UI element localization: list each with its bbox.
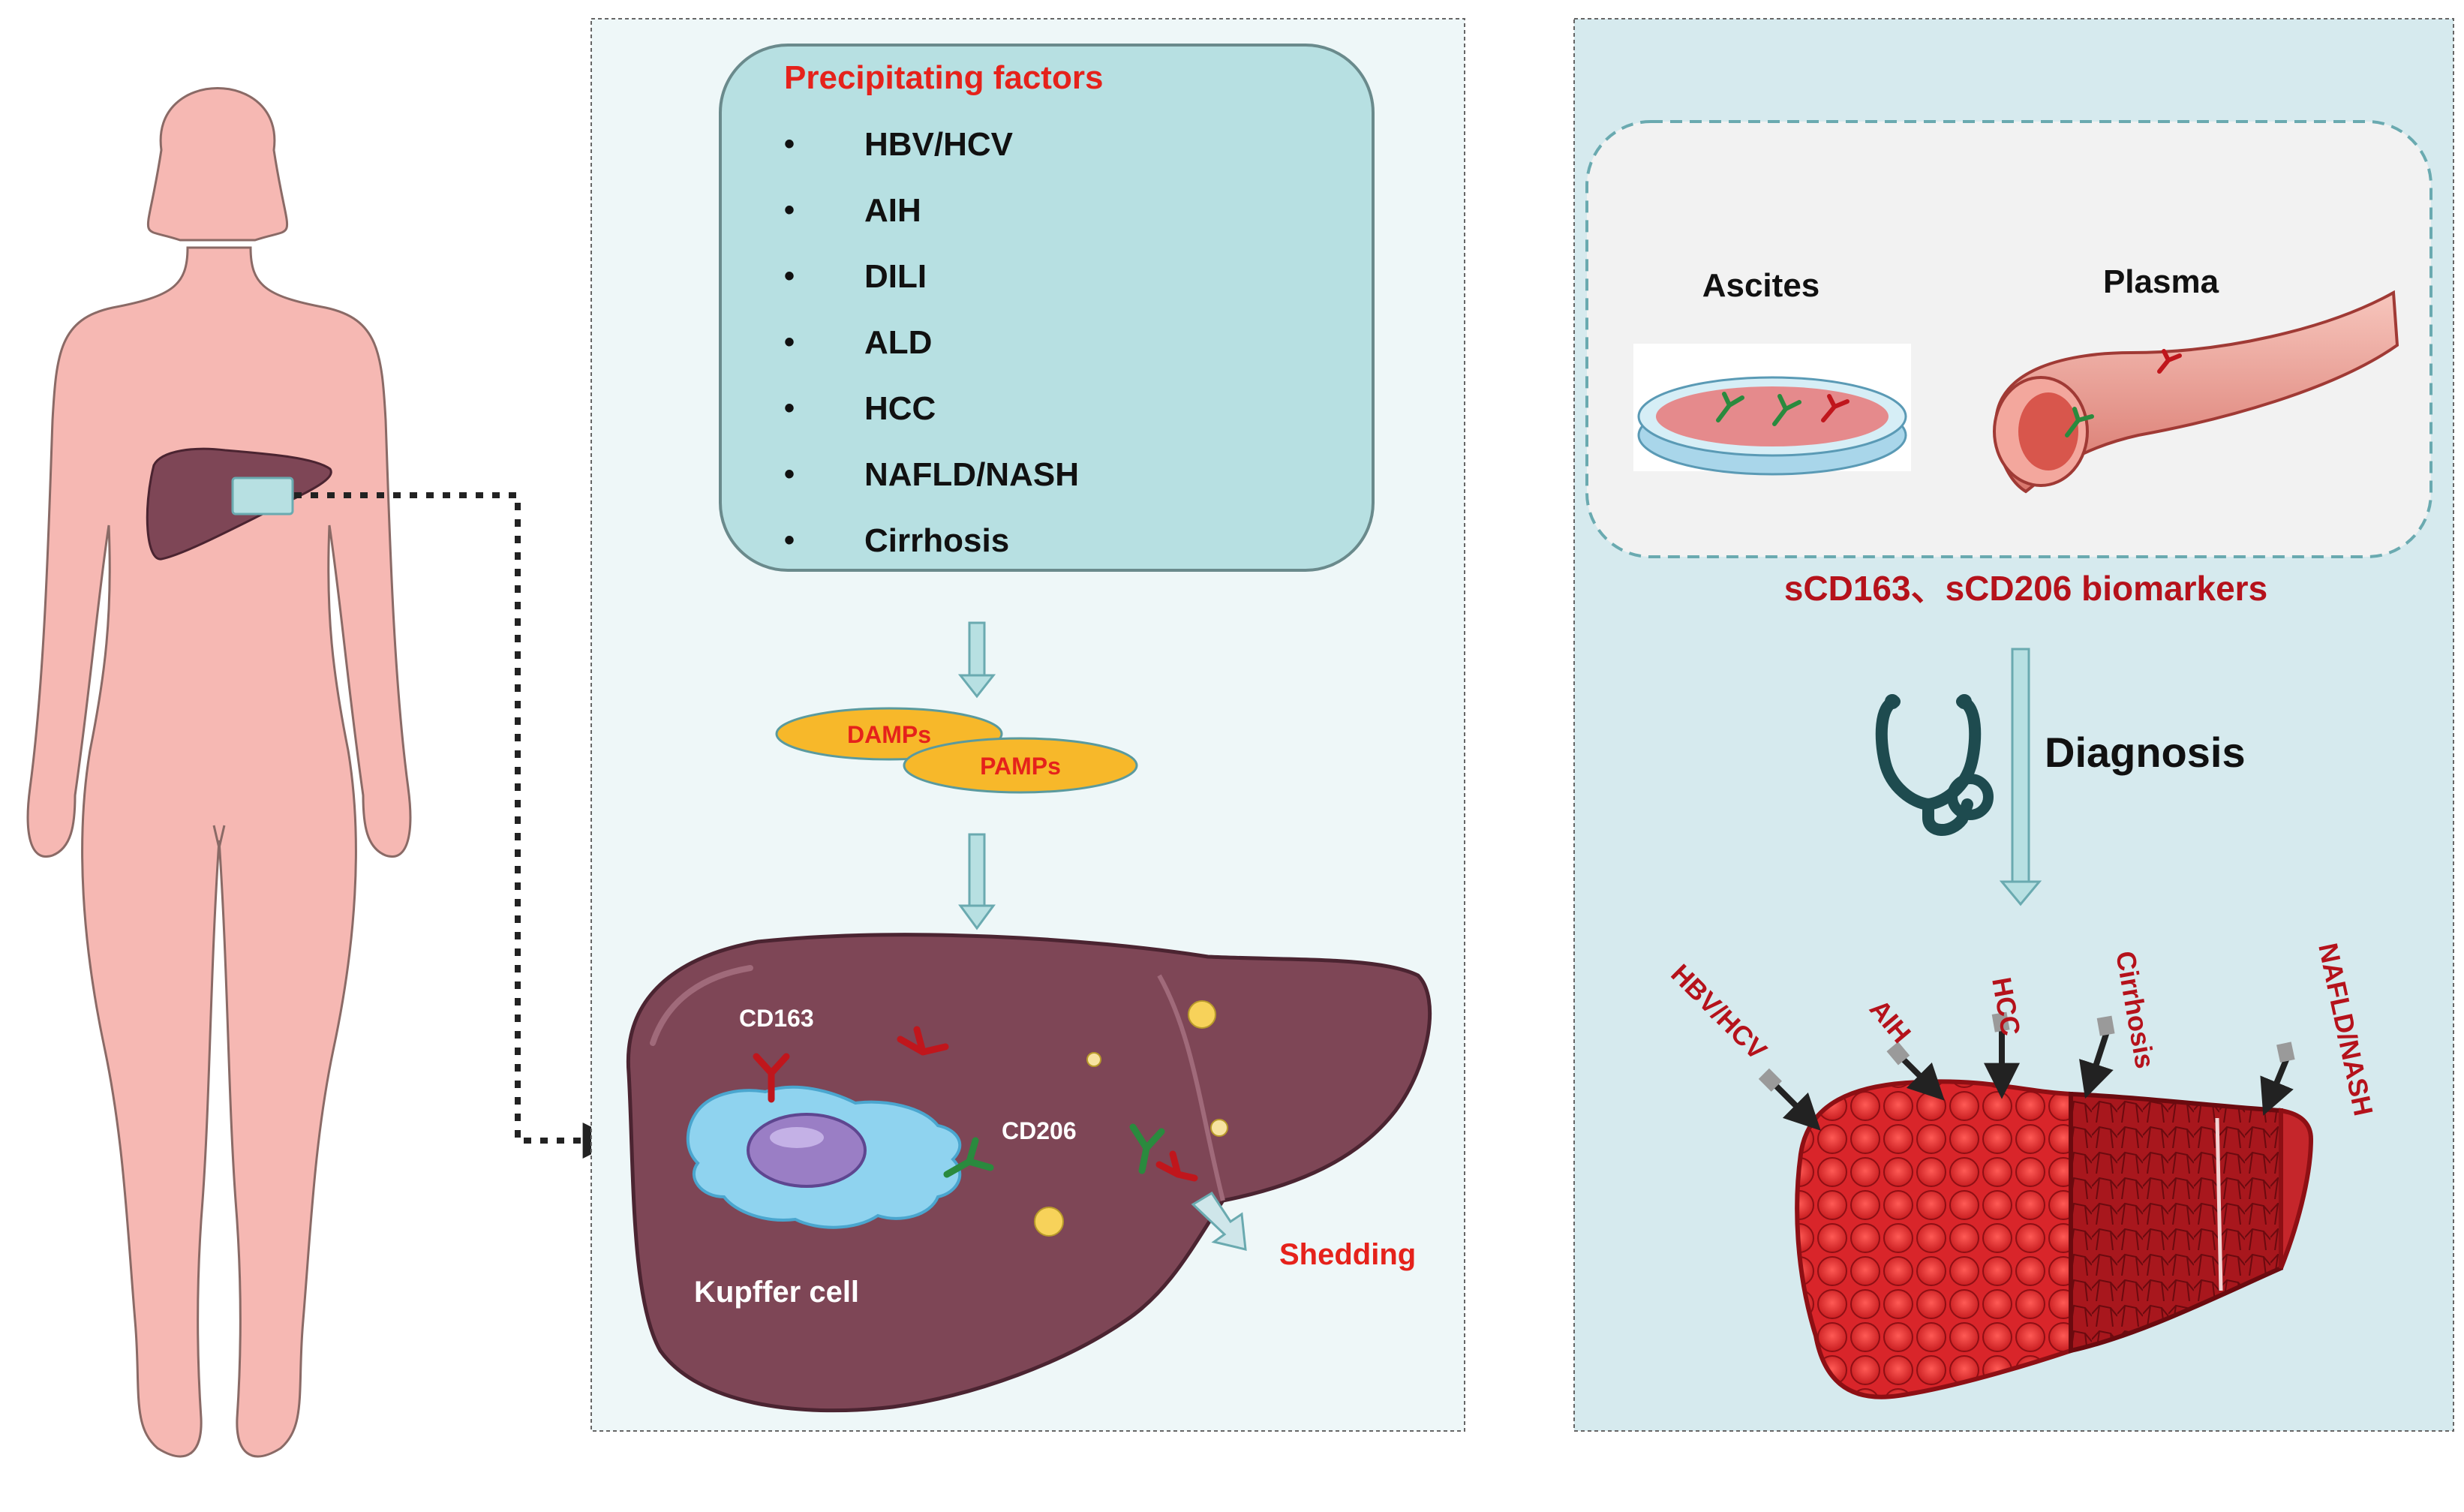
arrow-fletching <box>2276 1042 2295 1063</box>
diagnosis-label: Diagnosis <box>2045 729 2246 776</box>
factor-item: HBV/HCV <box>864 126 1014 163</box>
blood-vessel-icon <box>1993 290 2399 494</box>
cirrhotic-liver-icon <box>1795 1079 2314 1399</box>
diagnosis-arrow <box>2079 1030 2114 1099</box>
damps-label: DAMPs <box>847 721 931 748</box>
liver-droplets <box>1034 1000 1228 1237</box>
factor-item: Cirrhosis <box>864 522 1009 559</box>
diagnosis-arrow <box>2260 1057 2294 1116</box>
flow-arrow-down-3 <box>2011 648 2030 883</box>
kupffer-cell-label: Kupffer cell <box>694 1276 859 1309</box>
damps-pamps-group: DAMPs PAMPs <box>775 707 1138 794</box>
cd163-label: CD163 <box>739 1005 814 1032</box>
factor-bullet: • <box>784 458 795 491</box>
arrow-fletching <box>1886 1042 1910 1066</box>
factor-item: ALD <box>864 324 932 361</box>
factor-bullet: • <box>784 524 795 557</box>
pamps-ellipse <box>903 737 1138 794</box>
diagnosis-arrow <box>1772 1082 1821 1131</box>
stethoscope-icon <box>1875 694 1994 836</box>
arrow-fletching <box>1991 1012 2010 1033</box>
human-body-icon <box>26 87 412 1458</box>
ascites-label: Ascites <box>1702 267 1820 304</box>
precipitating-factor-list: • HBV/HCV • AIH • DILI • ALD • HCC • NAFLD/NASH • Cir… <box>784 126 1079 559</box>
cd163-receptor-icon <box>753 1026 949 1103</box>
shedding-arrow-icon <box>1191 1191 1247 1251</box>
cd206-receptor-icon <box>943 1123 1198 1182</box>
factor-bullet: • <box>784 194 795 227</box>
factor-item: NAFLD/NASH <box>864 456 1079 493</box>
cd206-label: CD206 <box>1002 1117 1077 1144</box>
biomarkers-label: sCD163、sCD206 biomarkers <box>1784 569 2267 608</box>
flow-arrow-down-1 <box>968 621 986 677</box>
factor-bullet: • <box>784 326 795 359</box>
factor-bullet: • <box>784 392 795 425</box>
diagnosis-arrow <box>1900 1056 1945 1101</box>
precipitating-factors-box <box>719 44 1375 572</box>
factor-item: HCC <box>864 390 936 427</box>
petri-dish-icon <box>1633 344 1911 476</box>
shedding-label: Shedding <box>1279 1238 1416 1271</box>
factor-item: DILI <box>864 258 927 295</box>
flow-arrow-down-2 <box>968 833 986 907</box>
kupffer-cell-icon <box>686 1085 962 1229</box>
body-liver-icon <box>146 447 332 561</box>
precipitating-title: Precipitating factors <box>784 59 1103 96</box>
liver-icon <box>626 933 1432 1413</box>
diagnosis-arrows <box>1758 1012 2295 1131</box>
factor-bullet: • <box>784 128 795 161</box>
factor-item: AIH <box>864 192 921 229</box>
arrow-fletching <box>2096 1015 2115 1036</box>
arrow-fletching <box>1758 1068 1782 1092</box>
pamps-label: PAMPs <box>980 753 1061 780</box>
body-to-liver-connector <box>294 492 619 1159</box>
plasma-label: Plasma <box>2103 263 2219 300</box>
factor-bullet: • <box>784 260 795 293</box>
